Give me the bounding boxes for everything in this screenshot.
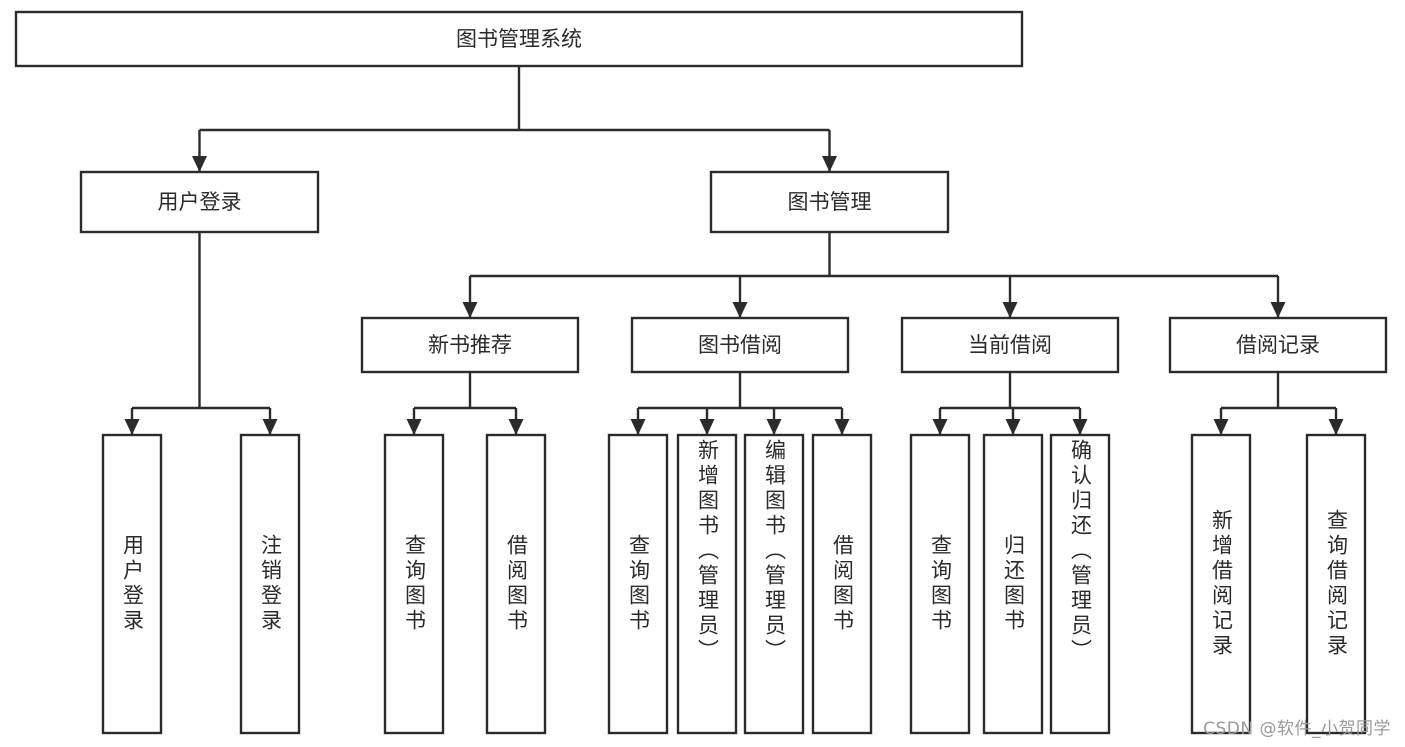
edge-book-borrow-arrow-0 bbox=[630, 419, 646, 435]
node-user-login-label: 用户登录 bbox=[158, 190, 242, 214]
leaf-leaf-query-book-rec-rect[interactable] bbox=[383, 433, 445, 735]
edge-root-arrow-1 bbox=[822, 156, 837, 172]
node-new-book-rec-label: 新书推荐 bbox=[428, 333, 512, 357]
edges-layer bbox=[124, 66, 1344, 435]
node-new-book-rec[interactable]: 新书推荐 bbox=[360, 316, 580, 374]
edge-book-manage-arrow-0 bbox=[462, 302, 478, 318]
node-book-borrow-rect[interactable] bbox=[630, 316, 850, 374]
edge-book-manage-arrow-1 bbox=[732, 302, 748, 318]
edge-borrow-record-arrow-1 bbox=[1328, 419, 1344, 435]
edge-current-borrow-arrow-0 bbox=[932, 419, 948, 435]
node-root-rect[interactable] bbox=[14, 10, 1024, 68]
leaf-leaf-borrow-book-rect[interactable] bbox=[811, 433, 873, 735]
node-borrow-record-rect[interactable] bbox=[1168, 316, 1388, 374]
edge-user-login-arrow-0 bbox=[124, 419, 140, 435]
edge-book-borrow-arrow-3 bbox=[834, 419, 850, 435]
leaf-leaf-user-logout-rect[interactable] bbox=[239, 433, 301, 735]
node-user-login-rect[interactable] bbox=[79, 170, 320, 234]
node-book-borrow[interactable]: 图书借阅 bbox=[630, 316, 850, 374]
node-current-borrow[interactable]: 当前借阅 bbox=[900, 316, 1120, 374]
leaf-leaf-borrow-book-rec-rect[interactable] bbox=[485, 433, 547, 735]
edge-book-manage-arrow-2 bbox=[1002, 302, 1018, 318]
node-book-borrow-label: 图书借阅 bbox=[698, 333, 782, 357]
node-root-label: 图书管理系统 bbox=[456, 27, 582, 51]
watermark-text: CSDN @软件_小贺同学 bbox=[1203, 719, 1391, 739]
edge-book-borrow-arrow-2 bbox=[766, 419, 782, 435]
leaf-leaf-return-book-rect[interactable] bbox=[982, 433, 1044, 735]
node-borrow-record-label: 借阅记录 bbox=[1236, 333, 1320, 357]
leaf-leaf-query-book-borrow-rect[interactable] bbox=[607, 433, 669, 735]
leaf-leaf-edit-book-rect[interactable] bbox=[743, 433, 805, 735]
node-current-borrow-rect[interactable] bbox=[900, 316, 1120, 374]
edge-book-manage-arrow-3 bbox=[1270, 302, 1286, 318]
leaf-leaf-confirm-return-rect[interactable] bbox=[1049, 433, 1111, 735]
node-book-manage-label: 图书管理 bbox=[788, 190, 872, 214]
leaf-leaf-query-record-rect[interactable] bbox=[1305, 433, 1367, 735]
node-borrow-record[interactable]: 借阅记录 bbox=[1168, 316, 1388, 374]
node-root[interactable]: 图书管理系统 bbox=[14, 10, 1024, 68]
node-book-manage[interactable]: 图书管理 bbox=[709, 170, 950, 234]
node-book-manage-rect[interactable] bbox=[709, 170, 950, 234]
leaf-leaf-query-book-cur-rect[interactable] bbox=[909, 433, 971, 735]
node-user-login[interactable]: 用户登录 bbox=[79, 170, 320, 234]
edge-current-borrow-arrow-2 bbox=[1072, 419, 1088, 435]
edge-book-borrow-arrow-1 bbox=[699, 419, 715, 435]
edge-root-arrow-0 bbox=[192, 156, 207, 172]
leaf-leaf-add-book-rect[interactable] bbox=[676, 433, 738, 735]
node-current-borrow-label: 当前借阅 bbox=[968, 333, 1052, 357]
edge-borrow-record-arrow-0 bbox=[1213, 419, 1229, 435]
leaf-leaf-add-record-rect[interactable] bbox=[1190, 433, 1252, 735]
edge-new-book-rec-arrow-1 bbox=[508, 419, 524, 435]
leaf-leaf-user-login-rect[interactable] bbox=[101, 433, 163, 735]
node-new-book-rec-rect[interactable] bbox=[360, 316, 580, 374]
edge-new-book-rec-arrow-0 bbox=[406, 419, 422, 435]
edge-user-login-arrow-1 bbox=[262, 419, 278, 435]
edge-current-borrow-arrow-1 bbox=[1005, 419, 1021, 435]
